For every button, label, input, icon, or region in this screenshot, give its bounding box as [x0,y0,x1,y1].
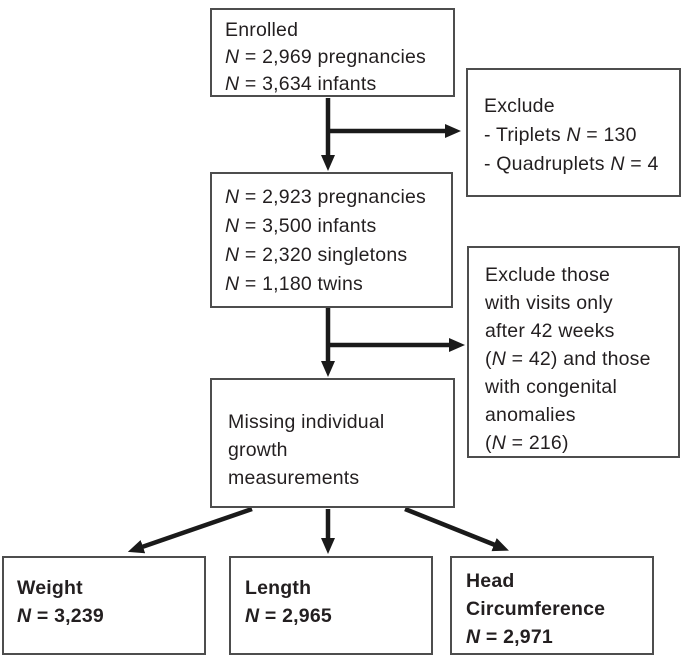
box-enrolled: Enrolled N = 2,969 pregnancies N = 3,634 i… [210,8,455,97]
box-text-line: with visits only [485,292,613,314]
box-text-line: Length [245,577,312,599]
arrow-missing-to-weight [127,506,253,554]
box-text-line: growth [228,439,288,461]
box-text-line: N = 2,971 [466,626,553,648]
box-text-line: N = 2,969 pregnancies [225,46,426,68]
box-text-line: after 42 weeks [485,320,615,342]
box-text-line: (N = 216) [485,432,569,454]
arrow-missing-to-head [404,506,509,552]
box-text-line: N = 3,239 [17,605,104,627]
box-weight: Weight N = 3,239 [2,556,206,655]
box-text-line: (N = 42) and those [485,348,651,370]
box-length: Length N = 2,965 [229,556,433,655]
box-cohort-counts: N = 2,923 pregnancies N = 3,500 infants N … [210,172,453,308]
box-text-line: Enrolled [225,19,299,41]
box-text-line: Missing individual [228,411,385,433]
box-text-line: N = 2,320 singletons [225,244,408,266]
box-text-line: Head [466,570,515,592]
box-text-line: - Quadruplets N = 4 [484,153,659,175]
box-text-line: anomalies [485,404,576,426]
box-text-line: N = 3,500 infants [225,215,377,237]
box-exclude-multiples: Exclude - Triplets N = 130 - Quadruplets N… [466,68,681,197]
box-text-line: - Triplets N = 130 [484,124,637,146]
box-exclude-visits-anomalies: Exclude those with visits only after 42 we… [467,246,680,458]
box-text-line: measurements [228,467,360,489]
box-text-line: N = 2,923 pregnancies [225,186,426,208]
box-text-line: with congenital [485,376,617,398]
box-text-line: N = 1,180 twins [225,273,363,295]
box-text-line: Circumference [466,598,606,620]
box-missing-growth-measurements: Missing individual growth measurements [210,378,455,508]
box-text-line: Exclude those [485,264,611,286]
box-text-line: Weight [17,577,83,599]
box-text-line: Exclude [484,95,555,117]
box-text-line: N = 3,634 infants [225,73,377,95]
box-text-line: N = 2,965 [245,605,332,627]
